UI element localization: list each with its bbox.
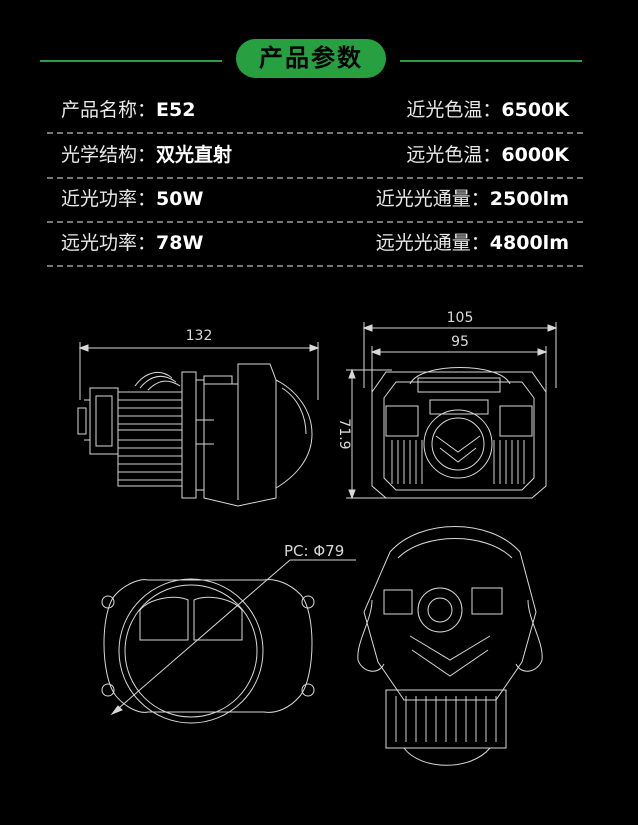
lens-dimension [110, 559, 356, 716]
spec-right: 远光光通量：4800lm [376, 221, 569, 265]
spec-row: 光学结构：双光直射 远光色温：6000K [47, 133, 583, 179]
spec-value: E52 [156, 99, 196, 121]
spec-row: 远光功率：78W 远光光通量：4800lm [47, 221, 583, 267]
spec-value: 2500lm [489, 188, 569, 210]
spec-value: 50W [156, 188, 204, 210]
dim-label-side-width: 132 [186, 328, 213, 344]
spec-value: 4800lm [489, 232, 569, 254]
spec-label: 光学结构： [61, 144, 157, 166]
spec-label: 近光功率： [61, 188, 157, 210]
spec-left: 远光功率：78W [61, 221, 203, 265]
perspective-drawing [357, 526, 543, 766]
header-line-right [400, 60, 582, 62]
dim-label-lens-diameter: PC: Φ79 [284, 542, 344, 560]
spec-label: 远光光通量： [375, 232, 490, 254]
side-view-drawing [77, 363, 313, 507]
spec-left: 光学结构：双光直射 [61, 133, 232, 177]
spec-right: 近光光通量：2500lm [376, 177, 569, 221]
page-title: 产品参数 [236, 39, 386, 78]
spec-label: 产品名称： [61, 99, 157, 121]
spec-label: 远光功率： [61, 232, 157, 254]
spec-left: 产品名称：E52 [61, 88, 195, 132]
dim-label-front-outer: 105 [447, 310, 474, 326]
front-view-drawing [371, 367, 547, 499]
lens-front-view [101, 578, 315, 724]
dim-label-front-inner: 95 [451, 334, 469, 350]
spec-value: 78W [156, 232, 204, 254]
dim-label-front-height: 71.9 [336, 418, 352, 449]
spec-left: 近光功率：50W [61, 177, 203, 221]
spec-value: 双光直射 [156, 144, 233, 166]
spec-label: 远光色温： [406, 144, 502, 166]
spec-value: 6000K [501, 144, 569, 166]
spec-right: 远光色温：6000K [406, 133, 569, 177]
spec-value: 6500K [501, 99, 569, 121]
side-dimension [78, 342, 320, 400]
header-line-left [40, 60, 222, 62]
spec-right: 近光色温：6500K [406, 88, 569, 132]
spec-row: 产品名称：E52 近光色温：6500K [47, 88, 583, 134]
spec-label: 近光光通量： [375, 188, 490, 210]
front-dimensions [346, 322, 558, 500]
spec-label: 近光色温： [406, 99, 502, 121]
spec-row: 近光功率：50W 近光光通量：2500lm [47, 177, 583, 223]
